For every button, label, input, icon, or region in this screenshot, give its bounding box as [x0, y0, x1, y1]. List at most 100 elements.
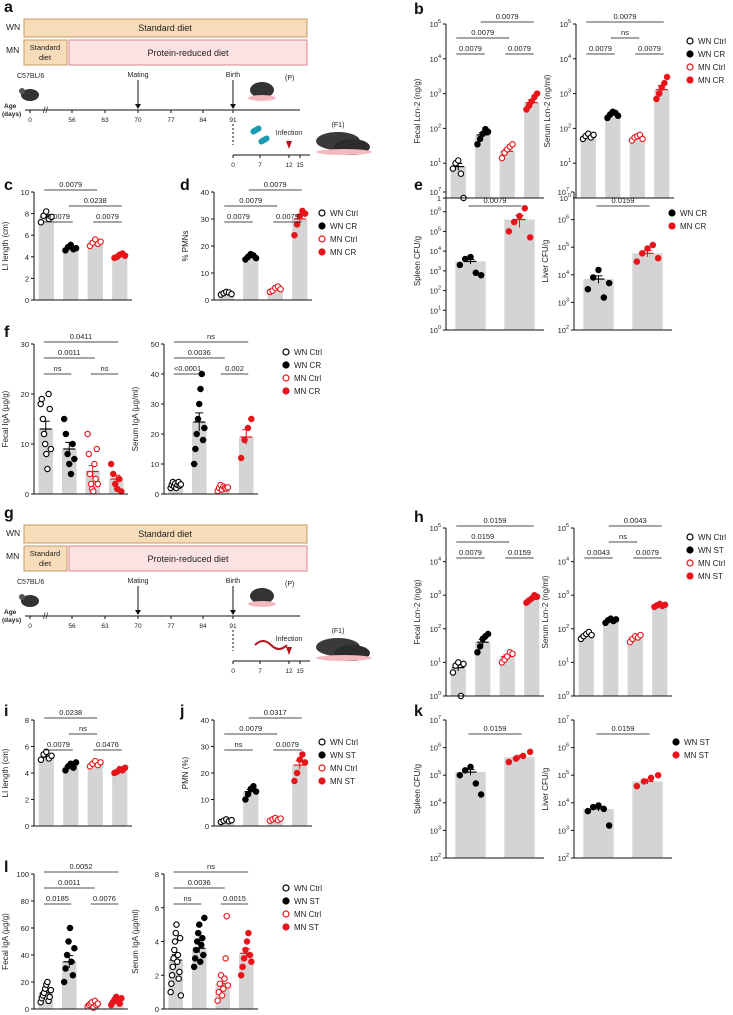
data-point — [223, 912, 230, 920]
age-label: Age — [4, 609, 17, 616]
data-point — [169, 963, 177, 971]
y-tick-label: 105 — [430, 226, 441, 236]
y-tick-label: 104 — [430, 54, 441, 64]
y-tick-label: 105 — [558, 770, 569, 780]
legend-marker — [318, 209, 326, 217]
sig-label: 0.0015 — [223, 894, 246, 903]
data-point — [173, 958, 181, 965]
sig-label: 0.0036 — [188, 878, 211, 887]
data-point — [460, 660, 467, 668]
data-point — [649, 241, 657, 249]
sig-label: 0.0079 — [59, 180, 82, 189]
y-tick-label: 40 — [201, 716, 209, 725]
f1-mice-icon — [316, 149, 372, 155]
sig-label: 0.002 — [225, 364, 244, 373]
legend-marker — [318, 738, 326, 746]
f1-label: (F1) — [332, 628, 345, 635]
age-label: (days) — [2, 111, 21, 118]
data-point — [72, 244, 80, 252]
y-tick-label: 102 — [430, 624, 441, 634]
timeline-tick-label: 70 — [134, 117, 142, 124]
y-tick-label: 10 — [21, 440, 29, 449]
data-point — [121, 252, 129, 259]
data-point — [177, 992, 185, 999]
y-axis-label: Liver CFU/g — [541, 240, 550, 283]
y-tick-label: 20 — [201, 769, 209, 778]
data-point — [43, 450, 50, 458]
sig-label: 0.0079 — [276, 212, 299, 221]
parent-mouse-icon — [248, 601, 276, 607]
legend-marker — [282, 374, 290, 382]
sig-label: 0.0317 — [264, 708, 287, 717]
bar-3 — [524, 599, 540, 696]
data-point — [505, 758, 513, 766]
sig-label: 0.0079 — [638, 44, 661, 53]
data-point — [476, 643, 484, 650]
sig-label: ns — [207, 332, 215, 341]
data-point — [533, 90, 541, 97]
y-tick-label: 4 — [25, 769, 29, 778]
data-point — [197, 958, 204, 965]
y-tick-label: 10 — [21, 188, 29, 197]
data-point — [221, 975, 228, 982]
data-point — [512, 755, 520, 762]
data-point — [296, 213, 303, 220]
bar-3 — [654, 89, 670, 198]
y-tick-label: 8 — [25, 716, 29, 725]
mouse-icon — [21, 89, 39, 101]
sig-label: ns — [619, 532, 627, 541]
data-point — [533, 593, 541, 600]
pill-icon — [258, 135, 270, 145]
sig-label: 0.0079 — [47, 740, 70, 749]
sig-label: 0.0076 — [93, 894, 116, 903]
data-point — [589, 803, 597, 811]
bar-2 — [499, 151, 515, 198]
y-tick-label: 20 — [151, 430, 159, 439]
data-point — [484, 128, 492, 136]
y-tick-label: 1 — [437, 194, 441, 203]
data-point — [595, 266, 602, 274]
bar-1 — [63, 766, 79, 826]
data-point — [477, 791, 485, 798]
bar-2 — [267, 819, 283, 826]
y-tick-label: 103 — [430, 825, 441, 835]
data-point — [277, 815, 284, 822]
data-point — [449, 165, 457, 172]
data-point — [242, 946, 249, 954]
legend-item: WN ST — [294, 897, 320, 906]
panel-letter: f — [4, 324, 10, 341]
axis-break: // — [43, 105, 49, 115]
y-tick-label: 100 — [558, 691, 569, 701]
group-label-mn: MN — [6, 551, 19, 561]
y-tick-label: 104 — [558, 270, 569, 280]
standard-diet-label: Standard diet — [138, 23, 192, 33]
legend-item: WN CR — [680, 209, 707, 218]
bar-3 — [238, 437, 254, 494]
infection-arrow — [286, 141, 292, 149]
timeline-tick-label: 56 — [68, 117, 76, 124]
sig-label: 0.0043 — [587, 548, 610, 557]
data-point — [239, 963, 246, 971]
axis-break: // — [43, 611, 49, 621]
sig-label: 0.0079 — [459, 548, 482, 557]
legend-marker — [282, 923, 290, 931]
y-axis-label: Serum IgA (µg/ml) — [131, 386, 140, 451]
data-point — [467, 763, 474, 771]
parent-mouse-icon — [250, 588, 274, 604]
data-point — [301, 759, 309, 766]
y-axis-label: Liver CFU/g — [541, 768, 550, 811]
data-point — [66, 460, 73, 468]
data-point — [171, 938, 179, 945]
y-tick-label: 105 — [430, 19, 441, 29]
data-point — [228, 290, 235, 298]
legend-marker — [318, 751, 326, 759]
bar-0 — [455, 261, 486, 330]
y-tick-label: 105 — [430, 523, 441, 533]
legend-item: MN Ctrl — [330, 235, 357, 244]
